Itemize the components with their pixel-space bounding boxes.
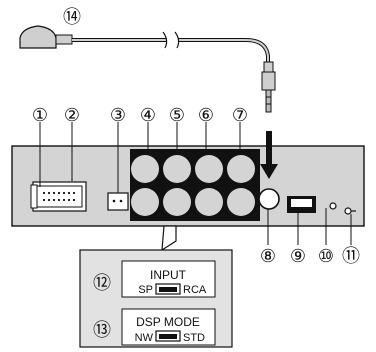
dsp-switch-title: DSP MODE [136,315,200,329]
remote-sensor-icon [19,25,73,49]
callout-1: ① [32,105,48,125]
connection-arrow-icon [260,131,278,179]
input-switch-title: INPUT [150,268,187,282]
rca-jacks [130,149,260,221]
sensor-input-jack [258,188,280,210]
callout-13: ⑬ [93,320,111,340]
callout-14: ⑭ [63,7,81,27]
callout-6: ⑥ [198,105,214,125]
usb-port-icon [287,196,316,213]
callout-2: ② [64,105,80,125]
callout-9: ⑨ [290,246,306,266]
small-connector [107,192,129,211]
main-connector [30,181,87,212]
dsp-switch-right: STD [183,332,205,344]
callout-11: ⑪ [342,246,360,266]
switch-detail-box [79,225,233,348]
callout-10: ⑩ [318,246,334,266]
reset-hole [344,207,356,215]
callout-12: ⑫ [93,273,111,293]
callout-4: ④ [140,105,156,125]
led-indicator [329,202,337,210]
input-switch-right: RCA [183,284,207,296]
callout-3: ③ [110,105,126,125]
mini-jack-icon [261,61,276,113]
callout-8: ⑧ [260,246,276,266]
callout-7: ⑦ [232,105,248,125]
callout-lines [39,122,352,245]
input-switch-left: SP [138,284,153,296]
callout-5: ⑤ [169,105,185,125]
dsp-switch-left: NW [135,332,154,344]
sensor-cable [72,31,270,64]
